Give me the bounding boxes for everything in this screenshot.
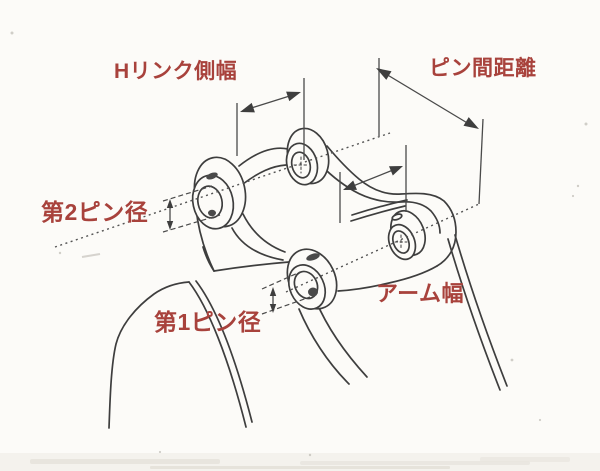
link-assembly-art [108, 127, 508, 429]
dim-pin2-diameter [162, 185, 221, 233]
label-h-link-width: Hリンク側幅 [114, 60, 238, 83]
label-pin1-diameter: 第1ピン径 [154, 309, 262, 335]
label-pin2-diameter: 第2ピン径 [41, 199, 149, 225]
dim-pin-distance [376, 58, 484, 205]
boss-second-pin-near [191, 156, 247, 230]
label-arm-width: アーム幅 [376, 281, 465, 306]
dim-h-link-width [236, 78, 305, 160]
scan-speckles [10, 31, 588, 457]
h-link-far-plate [316, 145, 508, 391]
dim-arm-width [339, 145, 407, 223]
boss-first-pin-far [387, 209, 427, 261]
arm-bracket [337, 199, 438, 292]
scan-artifacts [0, 253, 600, 471]
label-pin-distance: ピン間距離 [429, 57, 537, 80]
boss-second-pin-far [285, 127, 330, 186]
dim-pin1-diameter [261, 271, 311, 315]
second-pin-axis-dotted-line [54, 132, 391, 248]
arm-outline [108, 246, 368, 429]
boss-first-pin-near [286, 248, 338, 310]
first-pin-axis-dotted-line [285, 203, 480, 293]
